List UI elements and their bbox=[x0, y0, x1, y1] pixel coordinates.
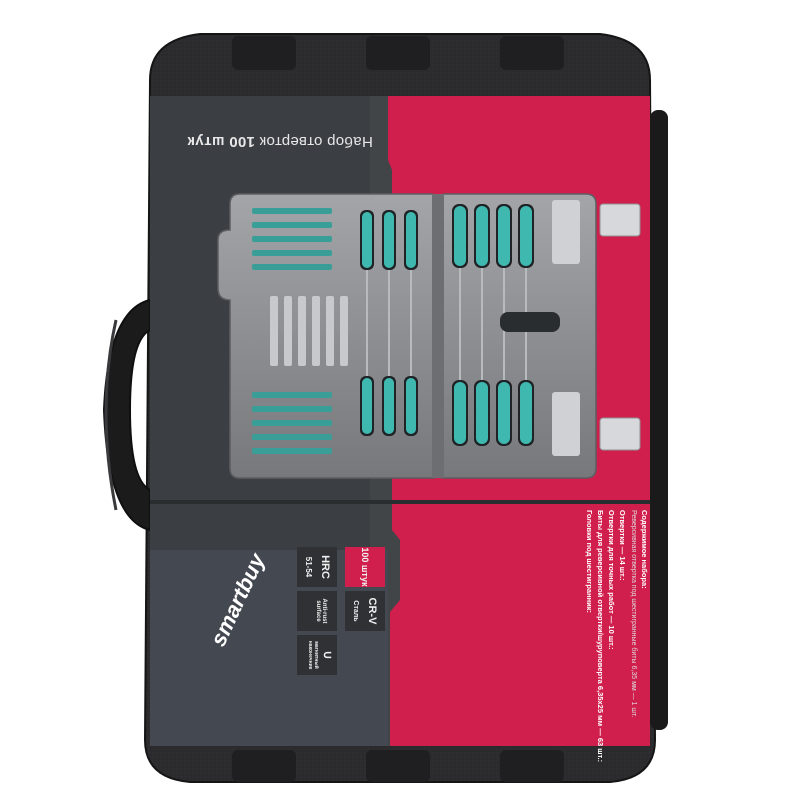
spec-badges: 100 штук CR-V Сталь HRC 51-54 Anti-rust … bbox=[289, 547, 385, 697]
bit-cluster bbox=[270, 296, 348, 366]
sleeve-title: Набор отверток 100 штук bbox=[160, 128, 400, 154]
hardness-badge-value: 51-54 bbox=[304, 556, 313, 578]
title-main: Набор отверток bbox=[259, 133, 373, 150]
contents-list: Содержимое набора: Реверсивная отвертка … bbox=[410, 510, 650, 770]
contents-heading: Содержимое набора: bbox=[640, 510, 649, 589]
case-bump bbox=[500, 750, 564, 782]
case-latch bbox=[599, 203, 641, 237]
hardness-badge-label: HRC bbox=[319, 555, 331, 579]
carry-handle[interactable] bbox=[102, 298, 151, 532]
steel-badge-label: CR-V bbox=[366, 597, 378, 625]
screwdriver-handles-right bbox=[452, 204, 534, 446]
socket-strip bbox=[552, 200, 580, 456]
antirust-badge: Anti-rust surface bbox=[297, 591, 337, 631]
case-edge bbox=[650, 110, 668, 730]
case-latch bbox=[599, 417, 641, 451]
case-bump bbox=[232, 36, 296, 70]
contents-item: Реверсивная отвертка под шестигранные би… bbox=[630, 510, 637, 718]
contents-item: Отвертки для точных работ — 10 шт.: bbox=[607, 510, 616, 650]
steel-badge: CR-V Сталь bbox=[345, 591, 385, 631]
magnet-icon: ∪ bbox=[321, 650, 335, 660]
case-bump bbox=[232, 750, 296, 782]
magnet-badge: ∪ магнитный наконечник bbox=[297, 635, 337, 675]
case-bump bbox=[366, 36, 430, 70]
antirust-badge-label: Anti-rust surface bbox=[315, 598, 327, 624]
contents-item: Отвертки — 14 шт.: bbox=[618, 510, 627, 581]
title-count: 100 штук bbox=[187, 133, 255, 150]
ratchet-handle bbox=[500, 312, 560, 332]
tool-case-photo bbox=[217, 193, 641, 479]
bit-cluster bbox=[252, 208, 332, 454]
case-bump bbox=[500, 36, 564, 70]
steel-badge-sub: Сталь bbox=[352, 600, 359, 622]
case-bump bbox=[366, 750, 430, 782]
contents-item: Головки под шестигранник: bbox=[585, 510, 594, 614]
hardness-badge: HRC 51-54 bbox=[297, 547, 337, 587]
screwdriver-handles-left bbox=[360, 210, 418, 436]
contents-item: Биты для реверсивной отвертки/шуруповерт… bbox=[596, 510, 605, 763]
count-badge: 100 штук bbox=[345, 547, 385, 587]
count-badge-label: 100 штук bbox=[360, 547, 370, 587]
magnet-badge-label: магнитный наконечник bbox=[307, 640, 319, 670]
